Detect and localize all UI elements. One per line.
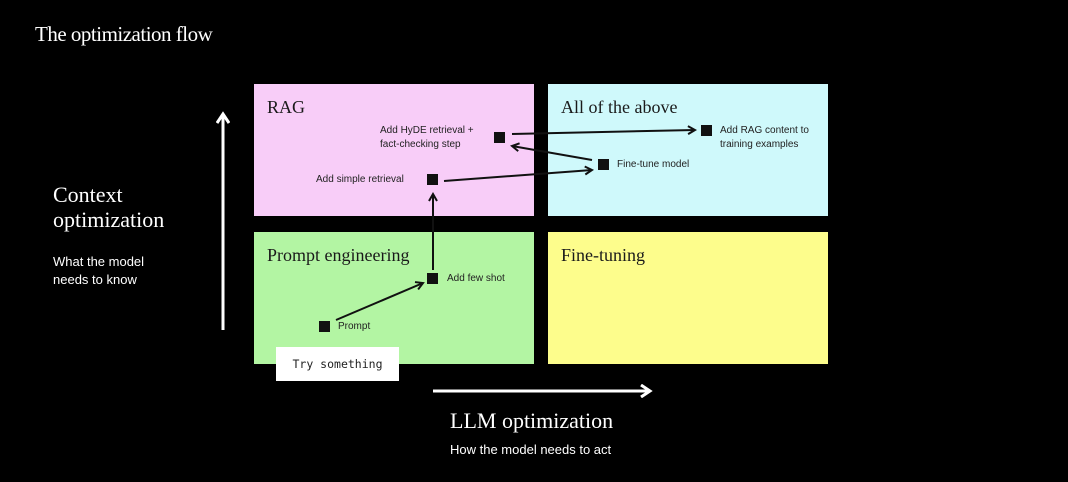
node-label-simple-retrieval: Add simple retrieval: [316, 174, 404, 185]
node-label-fine-tune: Fine-tune model: [617, 159, 690, 170]
quadrant-prompt-engineering: Prompt engineering: [254, 232, 534, 364]
y-axis-subtitle-line1: What the model: [53, 254, 145, 269]
quadrant-title: Prompt engineering: [267, 245, 410, 265]
y-axis-label-line1: Context: [53, 182, 123, 207]
try-something-badge: Try something: [276, 347, 399, 381]
quadrant-fine-tuning: Fine-tuning: [548, 232, 828, 364]
node-label-hyde-line1: Add HyDE retrieval +: [380, 125, 474, 136]
node-label-rag-content: Add RAG content to training examples: [720, 124, 809, 152]
x-axis-subtitle: How the model needs to act: [450, 442, 612, 457]
node-label-prompt: Prompt: [338, 321, 371, 332]
y-axis-label-line2: optimization: [53, 207, 165, 232]
y-axis-subtitle-line2: needs to know: [53, 272, 137, 287]
quadrant-title: Fine-tuning: [561, 245, 645, 265]
node-label-hyde-line2: fact-checking step: [380, 139, 461, 150]
quadrant-rag: RAG: [254, 84, 534, 216]
slide-title: The optimization flow: [35, 22, 213, 46]
quadrant-title: All of the above: [561, 97, 678, 117]
x-axis-label: LLM optimization: [450, 408, 614, 433]
node-label-rag-content-line2: training examples: [720, 139, 799, 150]
node-label-rag-content-line1: Add RAG content to: [720, 125, 809, 136]
quadrant-all-of-the-above: All of the above: [548, 84, 828, 216]
node-label-few-shot: Add few shot: [447, 273, 505, 284]
quadrant-title: RAG: [267, 97, 306, 117]
y-axis-subtitle: What the model needs to know: [53, 253, 144, 289]
node-label-hyde: Add HyDE retrieval + fact-checking step: [380, 124, 474, 152]
y-axis-label: Context optimization: [53, 182, 164, 232]
